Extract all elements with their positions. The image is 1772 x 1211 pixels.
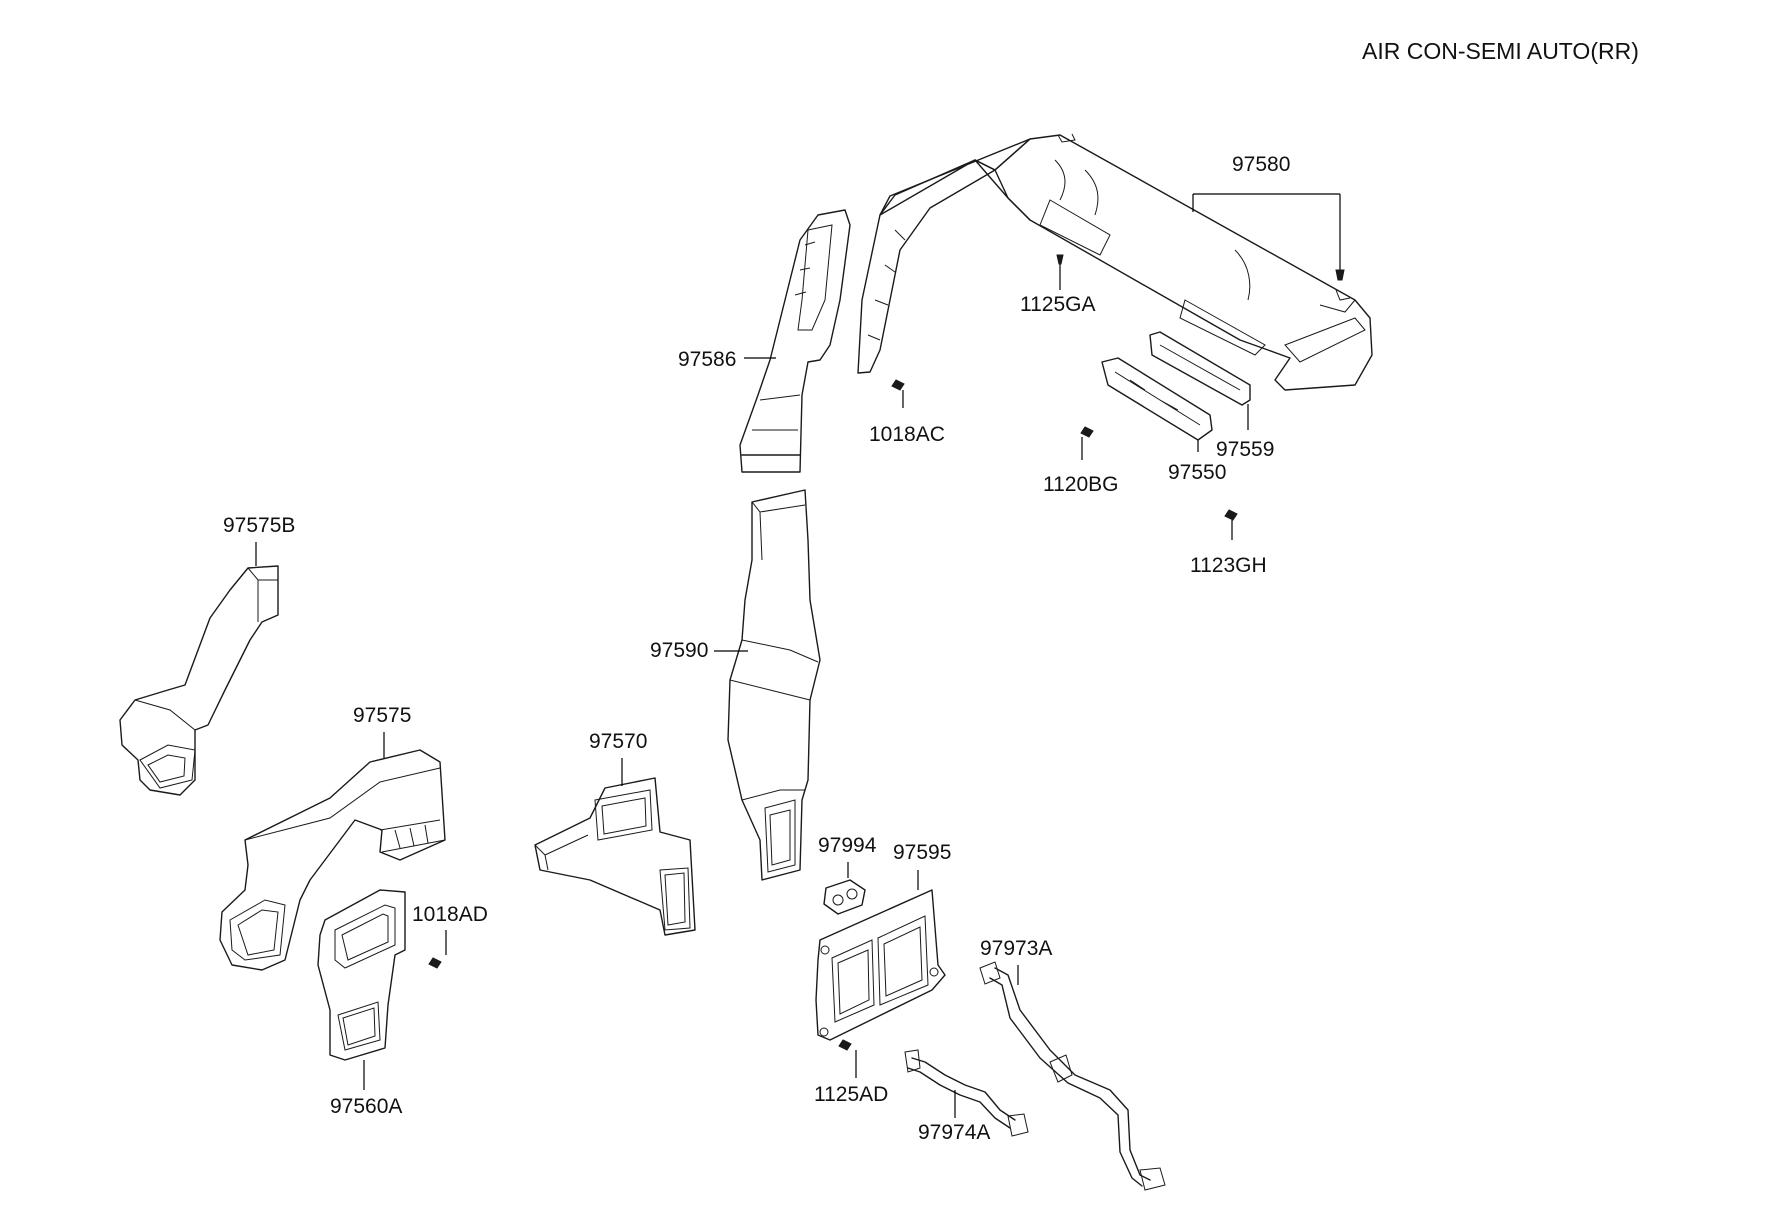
screw-icon: [891, 379, 905, 391]
label-97559: 97559: [1216, 438, 1274, 461]
part-97570-connector-duct[interactable]: [534, 777, 696, 936]
part-97994-grommet[interactable]: [823, 879, 866, 915]
label-97575: 97575: [353, 704, 411, 727]
label-1018AD: 1018AD: [412, 903, 488, 926]
label-1123GH: 1123GH: [1190, 554, 1267, 577]
screw-icon: [428, 957, 442, 969]
part-97560A-floor-outlet-duct[interactable]: [317, 889, 406, 1061]
screw-icon: [1224, 509, 1238, 521]
screw-icon: [838, 1039, 852, 1051]
label-1125AD: 1125AD: [814, 1083, 888, 1106]
label-97973A: 97973A: [980, 937, 1052, 960]
part-97590-lower-pillar-duct[interactable]: [727, 489, 821, 881]
label-97586: 97586: [678, 348, 736, 371]
label-1120BG: 1120BG: [1043, 473, 1119, 496]
label-97595: 97595: [893, 841, 951, 864]
label-97590: 97590: [650, 639, 708, 662]
screw-icon: [1056, 254, 1064, 265]
part-97575B-floor-duct[interactable]: [119, 565, 279, 796]
label-1018AC: 1018AC: [869, 423, 945, 446]
screw-icon: [1080, 426, 1094, 438]
part-97595-cover-plate[interactable]: [815, 889, 946, 1041]
part-97580-rear-overhead-duct[interactable]: [857, 133, 1373, 391]
part-97973A-drain-hose[interactable]: [979, 961, 1166, 1191]
part-97559-vent-bezel[interactable]: [1149, 331, 1251, 406]
label-97994: 97994: [818, 834, 877, 857]
label-97550: 97550: [1168, 461, 1226, 484]
clip-icon: [1335, 269, 1345, 281]
part-97586-upper-pillar-duct[interactable]: [739, 209, 851, 473]
part-97575-rear-floor-duct[interactable]: [219, 749, 446, 971]
diagram-title: AIR CON-SEMI AUTO(RR): [1362, 38, 1639, 64]
part-97550-vent-grille[interactable]: [1101, 357, 1213, 441]
label-97560A: 97560A: [330, 1095, 402, 1118]
label-97575B: 97575B: [223, 514, 295, 537]
label-1125GA: 1125GA: [1020, 293, 1096, 316]
part-97974A-drain-hose[interactable]: [904, 1049, 1029, 1137]
label-97580: 97580: [1232, 153, 1290, 176]
label-97570: 97570: [589, 730, 647, 753]
label-97974A: 97974A: [918, 1121, 990, 1144]
